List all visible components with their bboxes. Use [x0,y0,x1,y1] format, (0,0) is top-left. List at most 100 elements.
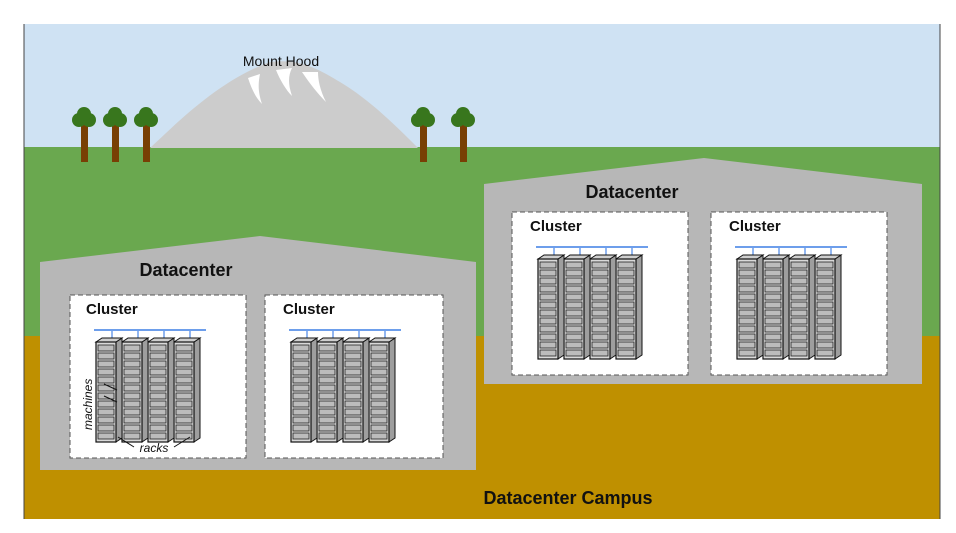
cluster-panel: Cluster machines racks [69,294,247,459]
machine-slot [97,360,115,368]
machine-slot [617,309,635,317]
machines-pointer [103,383,118,391]
machine-slot [123,432,141,440]
machine-slot [97,376,115,384]
machine-slot [318,344,336,352]
rack-side [756,254,764,360]
machine-slot [816,333,834,341]
cluster-label: Cluster [86,301,138,318]
machine-slot [97,352,115,360]
rack-icon [588,254,618,360]
machine-slot [738,309,756,317]
machine-slot [738,261,756,269]
racks-pointer [117,436,135,448]
campus-label: Datacenter Campus [483,488,652,508]
machine-slot [344,392,362,400]
machine-slot [97,368,115,376]
tree-icon [411,107,435,162]
machine-slot [175,424,193,432]
machine-slot [123,352,141,360]
machine-slot [764,301,782,309]
tree-trunk [420,120,427,162]
machine-slot [738,293,756,301]
machine-slot [790,293,808,301]
machine-slot [539,309,557,317]
machine-slot [292,360,310,368]
machine-slot [344,432,362,440]
rack-side [635,254,643,360]
machine-slot [738,349,756,357]
machine-slot [565,277,583,285]
rack-icon [120,337,150,443]
machine-slot [344,408,362,416]
machine-slot [816,309,834,317]
machine-slot [292,392,310,400]
tree-icon [134,107,158,162]
rack-side [336,337,344,443]
tree-leaf [139,107,153,121]
tree-leaf [416,107,430,121]
machine-slot [790,325,808,333]
machine-slot [97,432,115,440]
machine-slot [764,341,782,349]
machine-slot [565,293,583,301]
machine-slot [617,261,635,269]
machine-slot [123,424,141,432]
machine-slot [738,277,756,285]
machine-slot [344,416,362,424]
tree-trunk [81,120,88,162]
machine-slot [149,400,167,408]
machine-slot [292,384,310,392]
machine-slot [790,261,808,269]
rack-side [388,337,396,443]
machine-slot [565,341,583,349]
machine-slot [318,400,336,408]
rack-group [94,329,206,443]
machine-slot [816,341,834,349]
machine-slot [149,392,167,400]
machine-slot [123,360,141,368]
machine-slot [738,341,756,349]
rack-side [310,337,318,443]
machine-slot [591,277,609,285]
cluster-label: Cluster [530,218,582,235]
machine-slot [149,384,167,392]
machine-slot [292,352,310,360]
machine-slot [97,400,115,408]
rack-icon [787,254,817,360]
machine-slot [738,317,756,325]
machine-slot [318,360,336,368]
machine-slot [149,432,167,440]
machine-slot [123,368,141,376]
machine-slot [617,325,635,333]
machine-slot [149,352,167,360]
machine-slot [344,352,362,360]
rack-icon [289,337,319,443]
rack-group [536,246,648,360]
racks-pointer [173,436,191,448]
tree-icon [72,107,96,162]
machine-slot [175,344,193,352]
machine-slot [292,368,310,376]
trees [72,107,475,162]
machine-slot [175,368,193,376]
machine-slot [617,301,635,309]
rack-icon [94,337,124,443]
machine-slot [97,416,115,424]
mountain-label: Mount Hood [243,53,319,69]
machine-slot [565,261,583,269]
machine-slot [764,261,782,269]
sky [24,24,940,148]
machine-slot [790,333,808,341]
machine-slot [816,269,834,277]
machine-slot [370,368,388,376]
machine-slot [790,277,808,285]
machine-slot [764,285,782,293]
machine-slot [764,349,782,357]
machine-slot [816,285,834,293]
machine-slot [292,344,310,352]
machine-slot [344,424,362,432]
machine-slot [123,344,141,352]
machine-slot [123,384,141,392]
machine-slot [370,416,388,424]
